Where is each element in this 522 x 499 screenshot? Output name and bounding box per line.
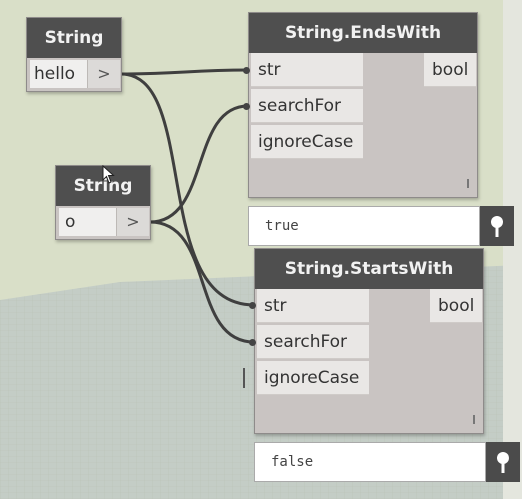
wire-hello-to-startswith-str <box>120 72 255 307</box>
port-connector-dot <box>243 103 250 110</box>
wire-o-to-startswith-searchfor <box>149 220 255 344</box>
node-title: String.StartsWith <box>255 249 483 289</box>
port-connector-dot <box>249 302 256 309</box>
output-port-arrow[interactable]: > <box>116 208 149 236</box>
string-endswith-node[interactable]: String.EndsWith str searchFor ignoreCase… <box>248 12 478 198</box>
input-port-searchfor[interactable]: searchFor <box>257 325 369 359</box>
string-value-input[interactable]: o <box>59 208 121 236</box>
text-caret <box>243 368 245 388</box>
preview-value: false <box>271 454 314 470</box>
startswith-preview-bubble[interactable]: false <box>254 442 486 482</box>
input-port-searchfor[interactable]: searchFor <box>251 89 363 123</box>
string-value-text: o <box>65 212 76 232</box>
port-connector-dot <box>249 339 256 346</box>
node-title: String <box>27 18 121 58</box>
output-port-bool[interactable]: bool <box>424 53 476 87</box>
resize-handle[interactable] <box>467 179 469 188</box>
pin-button[interactable] <box>486 442 520 482</box>
input-port-str[interactable]: str <box>251 53 363 87</box>
pin-icon <box>497 452 509 473</box>
pin-icon <box>491 216 503 237</box>
output-port-bool[interactable]: bool <box>430 289 482 323</box>
input-port-str[interactable]: str <box>257 289 369 323</box>
preview-value: true <box>265 218 299 234</box>
input-port-ignorecase[interactable]: ignoreCase <box>257 361 369 395</box>
wire-o-to-endswith-searchfor <box>149 104 249 224</box>
output-port-arrow[interactable]: > <box>87 60 120 88</box>
wire-hello-to-endswith-str <box>120 68 249 76</box>
string-value-input[interactable]: hello <box>30 60 90 88</box>
mouse-cursor-icon <box>102 165 115 184</box>
resize-handle[interactable] <box>473 415 475 424</box>
node-title: String.EndsWith <box>249 13 477 53</box>
string-node-hello[interactable]: String hello > <box>26 17 122 92</box>
port-connector-dot <box>243 67 250 74</box>
endswith-preview-bubble[interactable]: true <box>248 206 480 246</box>
string-startswith-node[interactable]: String.StartsWith str searchFor ignoreCa… <box>254 248 484 434</box>
input-port-ignorecase[interactable]: ignoreCase <box>251 125 363 159</box>
pin-button[interactable] <box>480 206 514 246</box>
string-value-text: hello <box>34 64 76 84</box>
